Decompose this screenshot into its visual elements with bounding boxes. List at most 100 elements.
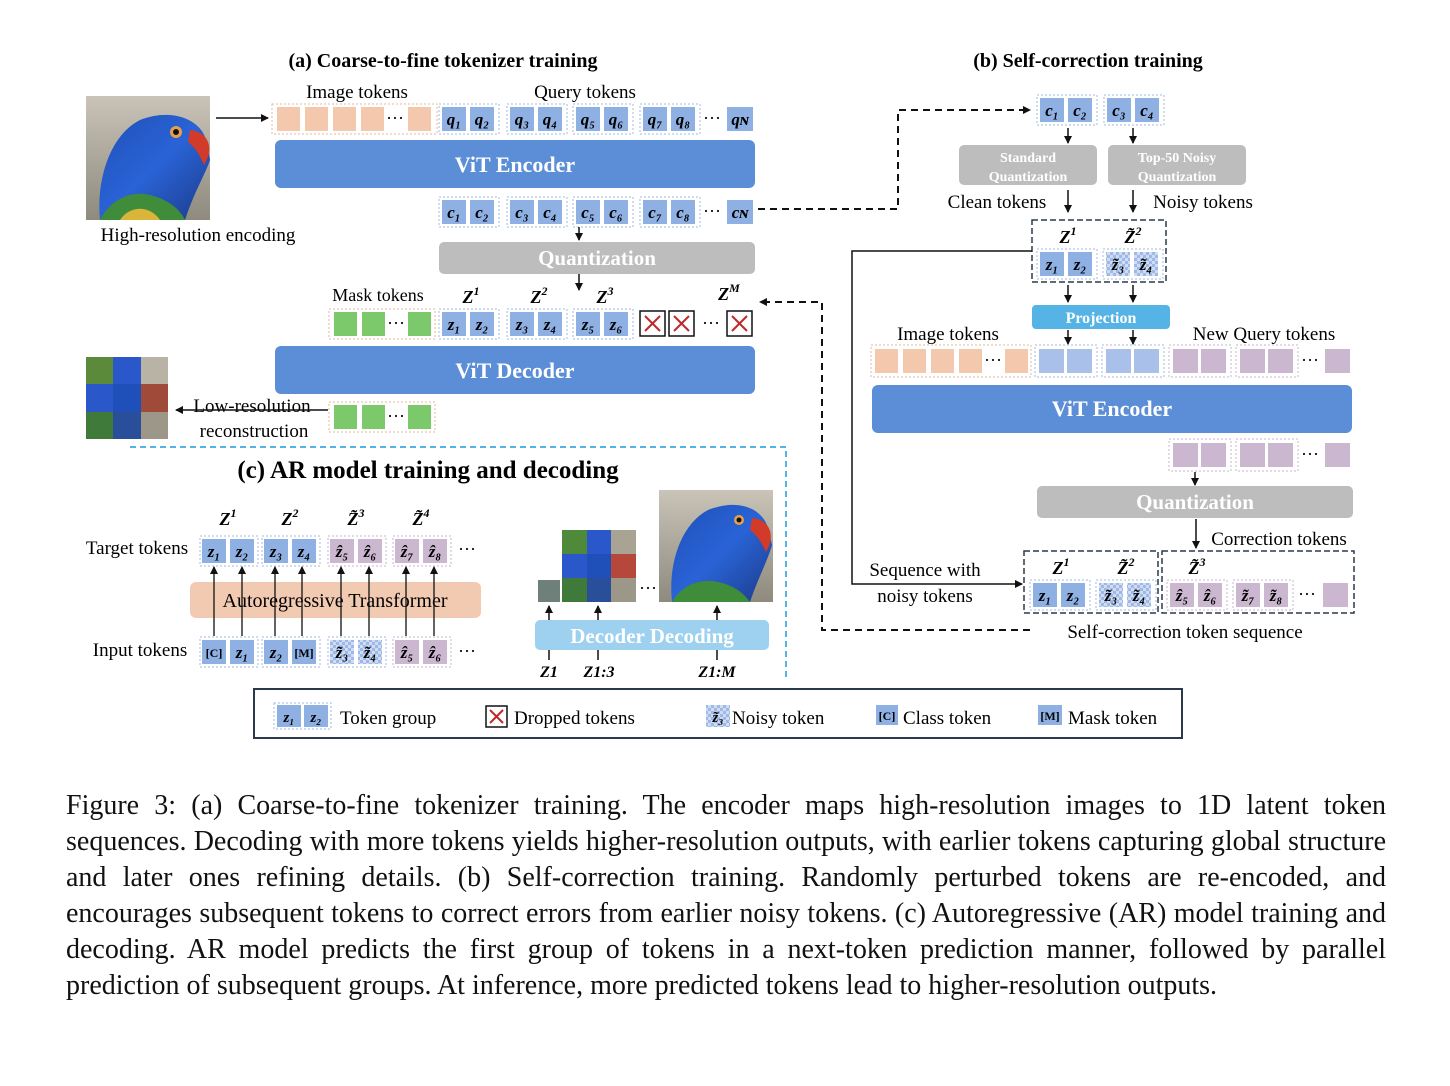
group-label: Z̃2 — [1117, 555, 1135, 578]
mask-glyph: [M] — [1040, 709, 1059, 723]
legend-mask-label: Mask token — [1068, 708, 1158, 729]
encoded-token: c₄ — [543, 203, 556, 222]
ellipsis: ··· — [703, 201, 721, 221]
group-label: Z3 — [596, 284, 614, 307]
encoded-token: c₆ — [609, 203, 623, 222]
parrot-image-high-res — [86, 96, 210, 220]
ellipsis: ··· — [1301, 350, 1319, 370]
group-label: Z2 — [281, 506, 299, 529]
svg-text:z₂: z₂ — [309, 710, 321, 726]
ellipsis: ··· — [1301, 444, 1319, 464]
ar-transformer-label: Autoregressive Transformer — [223, 590, 448, 612]
target-token: ẑ₆ — [363, 542, 377, 561]
b-input-token: c₁ — [1045, 101, 1058, 120]
sequence-label-1: Sequence with — [869, 560, 981, 581]
seq-token: ẑ₆ — [1203, 586, 1217, 605]
vit-decoder-box — [275, 346, 755, 394]
latent-token: z₄ — [543, 315, 557, 334]
noisy-tokens-label: Noisy tokens — [1153, 192, 1253, 213]
b-encoded-query-tokens: ··· — [1168, 438, 1350, 472]
panel-a-title: (a) Coarse-to-fine tokenizer training — [288, 50, 597, 72]
b-quantization-label: Quantization — [1136, 490, 1254, 514]
panel-b-title: (b) Self-correction training — [973, 50, 1203, 72]
query-tokens-label: Query tokens — [534, 82, 636, 103]
query-token: q₂ — [475, 110, 490, 129]
b-vit-encoder-box — [872, 385, 1352, 433]
target-token: z₁ — [207, 542, 221, 561]
self-correction-seq-label: Self-correction token sequence — [1067, 622, 1302, 643]
special-token: [C] — [206, 646, 223, 660]
ellipsis: ··· — [386, 108, 404, 128]
decode-step-1: Z1 — [539, 664, 558, 681]
noisy-quantization-line1: Top-50 Noisy — [1138, 151, 1216, 166]
seq-token: z̃₇ — [1241, 586, 1255, 605]
encoded-token: c₃ — [515, 203, 529, 222]
input-token: z̃₃ — [335, 643, 349, 662]
latent-token: z₆ — [609, 315, 623, 334]
self-correction-seq-box-2 — [1161, 550, 1355, 614]
query-token: q₆ — [609, 110, 624, 129]
latent-token: z₃ — [515, 315, 529, 334]
sequence-feed-line — [851, 250, 1032, 588]
ellipsis: ··· — [703, 108, 721, 128]
vit-decoder-label: ViT Decoder — [455, 358, 574, 383]
decoder-decoding-box — [535, 620, 769, 650]
input-tokens-label: Input tokens — [93, 640, 187, 661]
legend-box — [253, 688, 1183, 739]
latent-token: z₅ — [581, 315, 595, 334]
seq-token: z̃₈ — [1269, 586, 1283, 605]
input-token: z₂ — [269, 643, 283, 662]
correction-tokens-label: Correction tokens — [1211, 529, 1347, 550]
noisy-quantization-box — [1108, 145, 1246, 185]
legend-noisy-icon: z̃₃ — [706, 705, 730, 727]
panel-c-title: (c) AR model training and decoding — [237, 457, 619, 484]
query-token: qɴ — [731, 110, 750, 129]
encoded-token: c₈ — [676, 203, 690, 222]
legend-class-icon: [C] — [876, 705, 898, 725]
parrot-image-low-res — [86, 357, 168, 439]
encoded-token: c₁ — [447, 203, 460, 222]
seq-token: z₁ — [1038, 586, 1052, 605]
b-vit-encoder-label: ViT Encoder — [1052, 396, 1173, 421]
figure-caption: Figure 3: (a) Coarse-to-fine tokenizer t… — [66, 790, 1386, 1001]
legend-token-group-label: Token group — [340, 708, 436, 729]
target-token: z₂ — [235, 542, 249, 561]
b-input-token: c₃ — [1112, 101, 1126, 120]
panel-c-border — [130, 446, 787, 680]
decoded-images: ··· — [538, 490, 773, 602]
high-res-caption: High-resolution encoding — [101, 225, 296, 246]
seq-token: z₂ — [1066, 586, 1080, 605]
encoded-token: c₅ — [581, 203, 595, 222]
panel-c-arrows — [210, 566, 438, 636]
special-token: [M] — [294, 646, 313, 660]
svg-text:z̃₃: z̃₃ — [711, 710, 723, 726]
seq-token: z̃₄ — [1132, 586, 1146, 605]
quantization-label-a: Quantization — [538, 246, 656, 270]
image-tokens-label: Image tokens — [306, 82, 408, 103]
svg-text:z₁: z₁ — [282, 710, 294, 726]
encoded-token: cɴ — [732, 203, 750, 222]
standard-quantization-line1: Standard — [1000, 151, 1056, 166]
decode-step-2: Z1:3 — [582, 664, 614, 681]
ellipsis: ··· — [984, 350, 1002, 370]
group-label: Z̃3 — [347, 506, 365, 529]
class-glyph: [C] — [879, 709, 896, 723]
new-query-tokens-label: New Query tokens — [1193, 324, 1335, 345]
ellipsis: ··· — [387, 313, 405, 333]
clean-tokens-label: Clean tokens — [948, 192, 1047, 213]
query-token: q₁ — [447, 110, 461, 129]
legend-token-group: z₁ z₂ — [273, 702, 332, 730]
legend-class-label: Class token — [903, 708, 992, 729]
query-token: q₃ — [515, 110, 530, 129]
b-image-tokens-label: Image tokens — [897, 324, 999, 345]
standard-quantization-line2: Quantization — [989, 170, 1068, 185]
input-token: z̃₄ — [363, 643, 377, 662]
query-token: q₈ — [676, 110, 691, 129]
dashed-link-cn-to-b — [758, 106, 1031, 210]
